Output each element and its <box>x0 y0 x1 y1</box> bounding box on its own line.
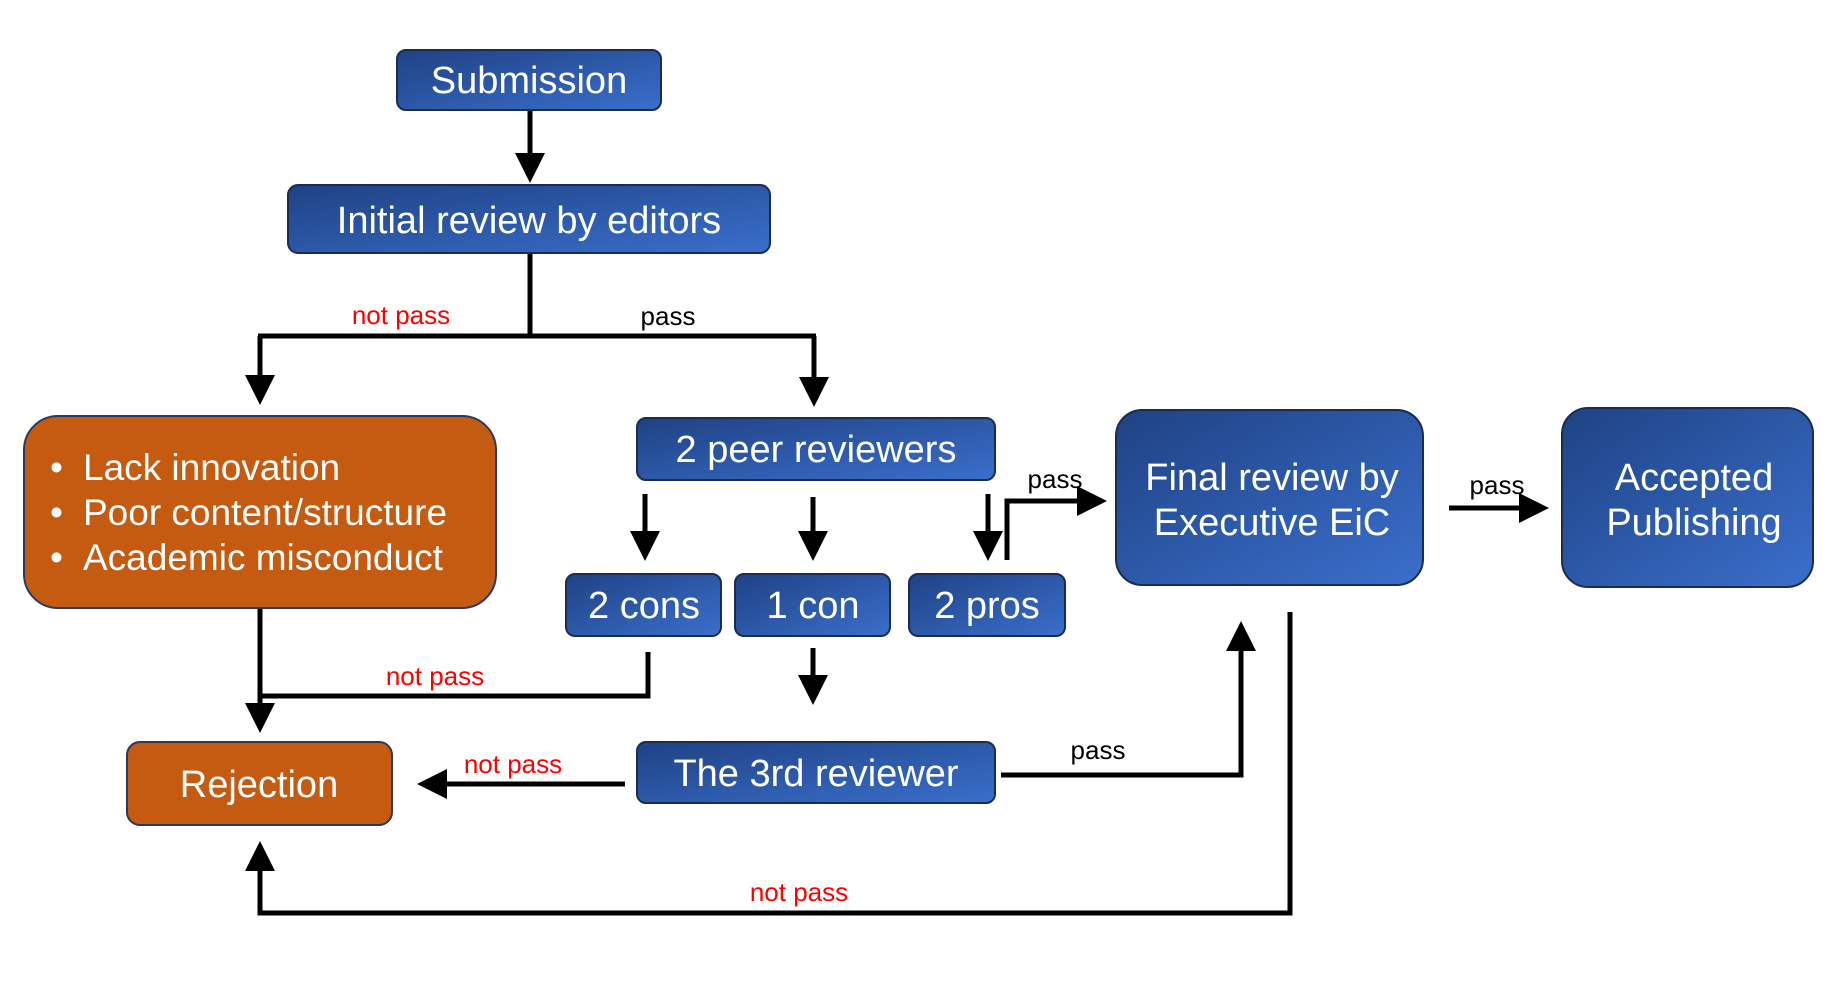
label-final-not-pass: not pass <box>750 877 848 907</box>
edge-final-review-to-rejection <box>245 612 1293 916</box>
node-peer-reviewers-label: 2 peer reviewers <box>676 429 957 471</box>
node-final-review: Final review by Executive EiC <box>1115 409 1424 586</box>
node-two-pros: 2 pros <box>908 573 1066 637</box>
node-initial-review-label: Initial review by editors <box>337 200 721 242</box>
node-accepted-label-line1: Accepted <box>1615 457 1773 499</box>
reason-item: Lack innovation <box>83 447 340 488</box>
edge-two-cons-to-rejection <box>260 652 651 699</box>
node-submission-label: Submission <box>431 60 627 102</box>
label-third-not-pass: not pass <box>464 749 562 779</box>
label-third-pass: pass <box>1071 735 1126 765</box>
reason-item: Poor content/structure <box>83 492 447 533</box>
node-one-con-label: 1 con <box>767 585 860 627</box>
edge-third-reviewer-to-final-review <box>1001 621 1256 778</box>
node-initial-review: Initial review by editors <box>287 184 771 254</box>
label-initial-not-pass: not pass <box>352 300 450 330</box>
edge-labels: not pass pass pass pass not pass not pas… <box>352 300 1525 907</box>
node-one-con: 1 con <box>734 573 891 637</box>
node-final-review-label-line1: Final review by <box>1145 457 1398 499</box>
node-two-cons-label: 2 cons <box>588 585 700 627</box>
node-accepted: Accepted Publishing <box>1561 407 1814 588</box>
label-final-pass: pass <box>1470 470 1525 500</box>
node-final-review-label-line2: Executive EiC <box>1154 502 1391 544</box>
node-submission: Submission <box>396 49 662 111</box>
node-rejection-label: Rejection <box>180 764 338 806</box>
node-peer-reviewers: 2 peer reviewers <box>636 417 996 481</box>
node-rejection: Rejection <box>126 741 393 826</box>
node-third-reviewer: The 3rd reviewer <box>636 741 996 804</box>
reason-item: Academic misconduct <box>83 537 444 578</box>
node-rejection-reasons: • Lack innovation • Poor content/structu… <box>23 415 497 609</box>
label-two-pros-pass: pass <box>1028 464 1083 494</box>
reason-bullet-icon: • <box>50 492 63 533</box>
reason-bullet-icon: • <box>50 447 63 488</box>
node-two-cons: 2 cons <box>565 573 722 637</box>
node-two-pros-label: 2 pros <box>934 585 1040 627</box>
label-initial-pass: pass <box>641 301 696 331</box>
edge-two-pros-to-final-review <box>1004 486 1107 560</box>
node-third-reviewer-label: The 3rd reviewer <box>673 753 958 795</box>
reason-bullet-icon: • <box>50 537 63 578</box>
label-two-cons-not-pass: not pass <box>386 661 484 691</box>
node-accepted-label-line2: Publishing <box>1606 502 1781 544</box>
edges <box>245 110 1549 916</box>
